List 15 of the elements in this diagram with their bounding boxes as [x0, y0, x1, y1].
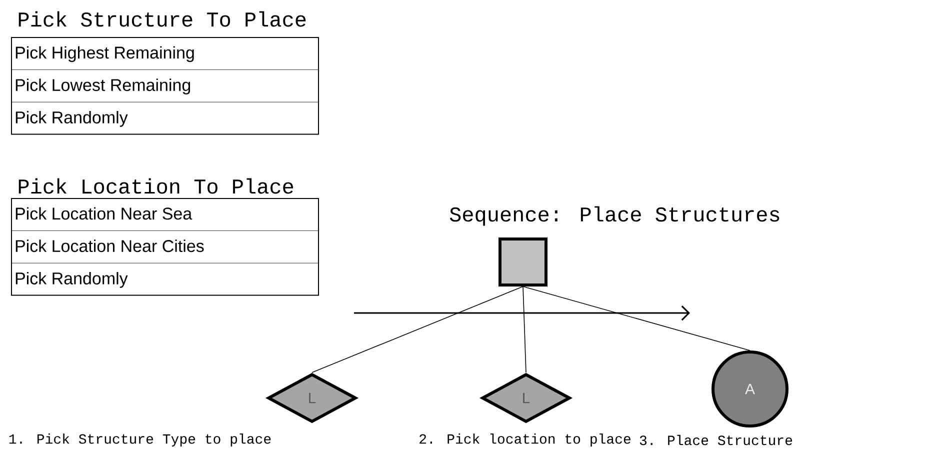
- list-item: Pick Location Near Cities: [16, 240, 204, 252]
- list-heading: Pick Structure To Place: [18, 11, 306, 27]
- step-label: 2. Pick location to place: [420, 433, 630, 447]
- step-label: 1. Pick Structure Type to place: [9, 433, 271, 447]
- list-item: Pick Location Near Sea: [16, 207, 192, 220]
- list-heading: Pick Location To Place: [18, 178, 294, 194]
- list-item: Pick Randomly: [16, 272, 128, 288]
- connector-line: [522, 286, 526, 373]
- list-item: Pick Randomly: [16, 111, 128, 127]
- connector-line: [522, 286, 750, 351]
- sequence-heading: Sequence: Place Structures: [450, 206, 780, 226]
- list-item: Pick Highest Remaining: [16, 46, 194, 62]
- step-label: 3. Place Structure: [640, 434, 792, 446]
- list-item: Pick Lowest Remaining: [16, 78, 190, 94]
- connector-line: [312, 286, 524, 373]
